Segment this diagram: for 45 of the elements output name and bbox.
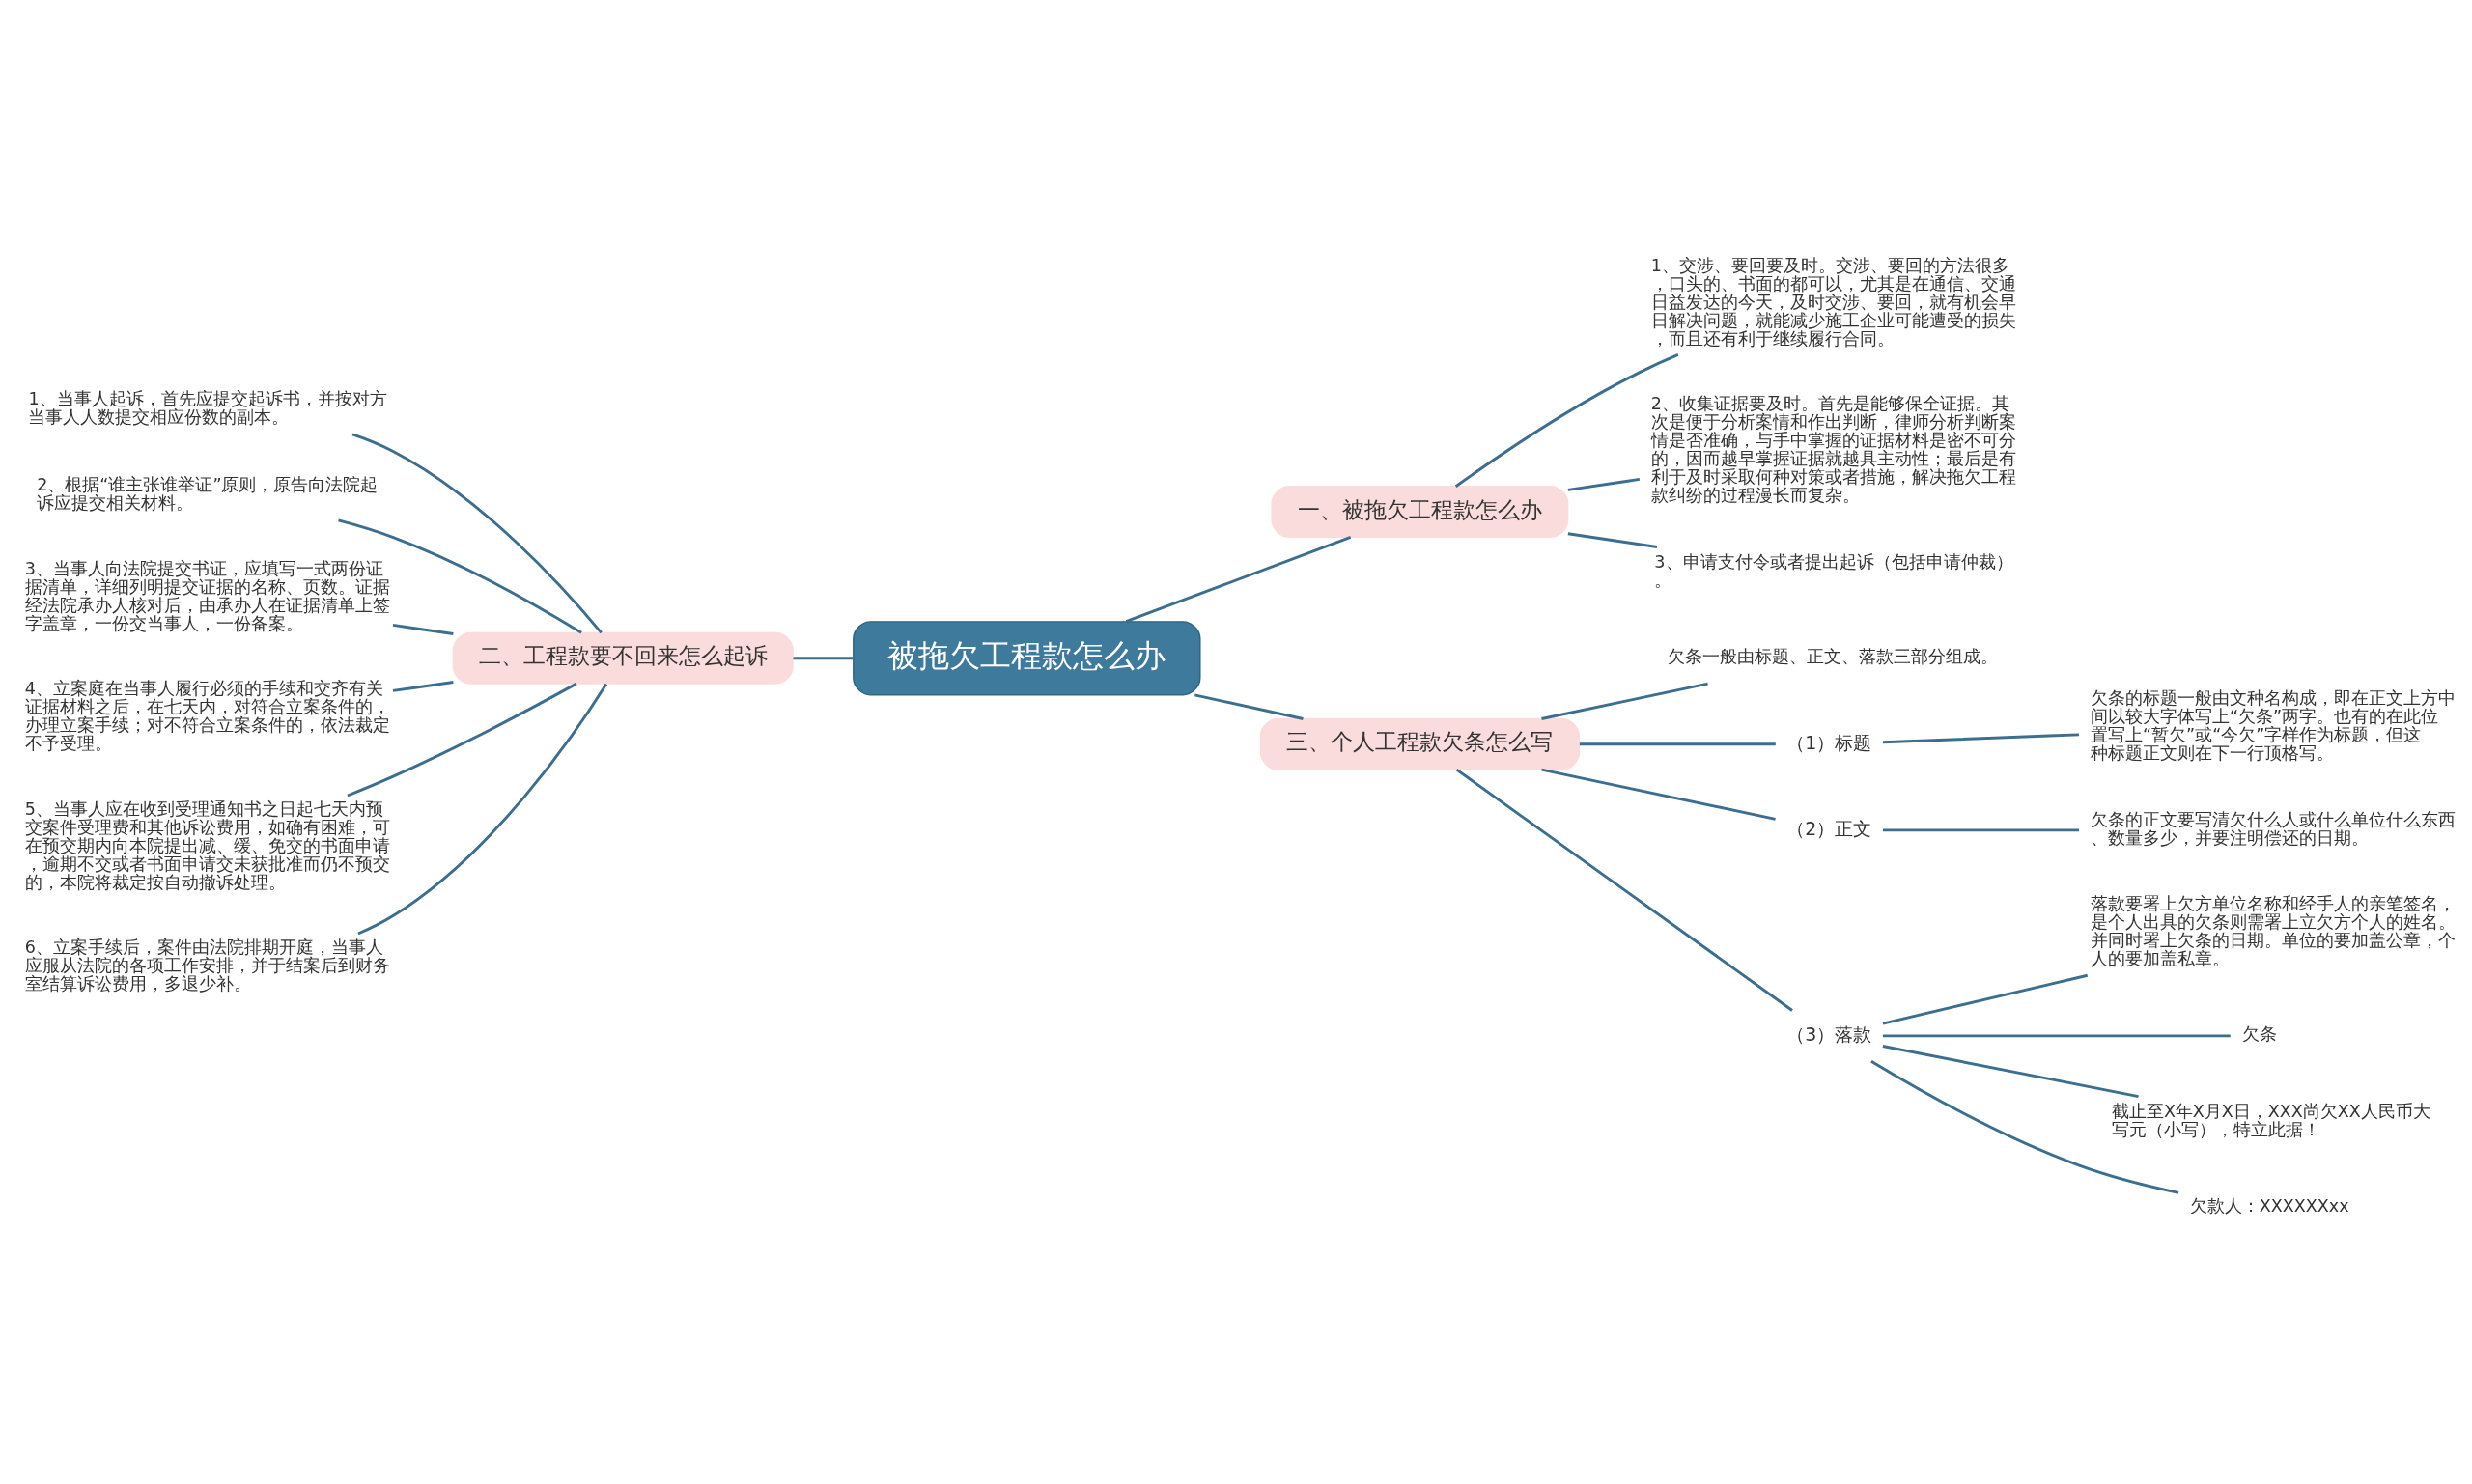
node-text: 欠条一般由标题、正文、落款三部分组成。 <box>1668 646 1999 666</box>
connector <box>1567 477 1641 491</box>
connector <box>1882 827 2079 831</box>
node-text: 欠条的正文要写清欠什么人或什么单位什么东西、数量多少，并要注明偿还的日期。 <box>2091 809 2456 848</box>
connector <box>1870 1059 2179 1194</box>
connector <box>1541 768 1776 821</box>
node-text: 欠条的标题一般由文种名构成，即在正文上方中间以较大字体写上“欠条”两字。也有的在此位置写上“暂欠”或“今欠”字样作为标题，但这种标题正文则在下一行顶格写。 <box>2091 687 2456 763</box>
connector <box>392 680 454 692</box>
connector <box>1194 692 1304 720</box>
connector <box>1882 1033 2231 1037</box>
connector <box>347 682 577 797</box>
node-box: 三、个人工程款欠条怎么写 <box>1259 717 1581 770</box>
node-text: 欠条 <box>2241 1023 2277 1044</box>
node-text: 3、申请支付令或者提出起诉（包括申请仲裁）。 <box>1654 551 2013 590</box>
connector <box>338 518 582 634</box>
node-text: 3、当事人向法院提交书证，应填写一式两份证据清单，详细列明提交证据的名称、页数。证据经法院承办人核对后，由承办人在证据清单上签字盖章，一份交当事人，一份备案。 <box>24 558 390 633</box>
node-text: 2、收集证据要及时。首先是能够保全证据。其次是便于分析案情和作出判断，律师分析判断案情是否准确，与手中掌握的证据材料是密不可分的，因而越早掌握证据就越具主动性；最后是有利于及时采取何种对策或者措施，解决拖欠工程款纠纷的过程漫长而复杂。 <box>1650 393 2016 505</box>
node-text: 截止至X年X月X日，XXX尚欠XX人民币大写元（小写），特立此据！ <box>2111 1101 2430 1139</box>
connector <box>1882 1044 2139 1098</box>
connector <box>1541 682 1708 720</box>
node-text: 5、当事人应在收到受理通知书之日起七天内预交案件受理费和其他诉讼费用，如确有困难，可在预交期内向本院提出减、缓、免交的书面申请，逾期不交或者书面申请交未获批准而仍不预交的，本院将裁定按自动撤诉处理。 <box>24 798 390 892</box>
node-text: （1）标题 <box>1786 731 1872 753</box>
connector <box>392 623 454 635</box>
node-box: 一、被拖欠工程款怎么办 <box>1271 485 1569 538</box>
node-text: 1、当事人起诉，首先应提交起诉书，并按对方当事人人数提交相应份数的副本。 <box>28 388 387 427</box>
node-text: 4、立案庭在当事人履行必须的手续和交齐有关证据材料之后，在七天内，对符合立案条件的，办理立案手续；对不符合立案条件的，依法裁定不予受理。 <box>24 678 390 753</box>
node-text: 1、交涉、要回要及时。交涉、要回的方法很多，口头的、书面的都可以，尤其是在通信、交通日益发达的今天，及时交涉、要回，就有机会早日解决问题，就能减少施工企业可能遭受的损失，而且还有利于继续履行合同。 <box>1650 255 2016 349</box>
connector <box>1125 535 1352 623</box>
connector <box>793 656 854 659</box>
node-text: 欠款人：XXXXXXxx <box>2189 1195 2349 1216</box>
connector <box>1882 973 2089 1025</box>
node-text: 落款要署上欠方单位名称和经手人的亲笔签名，是个人出具的欠条则需署上立欠方个人的姓名。并同时署上欠条的日期。单位的要加盖公章，个人的要加盖私章。 <box>2091 893 2456 968</box>
connector <box>1454 352 1679 488</box>
node-box: 二、工程款要不回来怎么起诉 <box>452 631 794 685</box>
connector <box>1567 531 1658 548</box>
connector <box>1455 768 1793 1012</box>
connector <box>357 683 608 935</box>
node-text: （3）落款 <box>1786 1022 1872 1045</box>
node-text: （2）正文 <box>1786 817 1872 839</box>
connector <box>351 433 603 633</box>
node-text: 2、根据“谁主张谁举证”原则，原告向法院起诉应提交相关材料。 <box>37 474 379 513</box>
connector <box>1882 732 2080 743</box>
node-box: 被拖欠工程款怎么办 <box>853 620 1201 695</box>
node-text: 6、立案手续后，案件由法院排期开庭，当事人应服从法院的各项工作安排，并于结案后到财务室结算诉讼费用，多退少补。 <box>24 937 390 994</box>
connector <box>1579 742 1776 745</box>
